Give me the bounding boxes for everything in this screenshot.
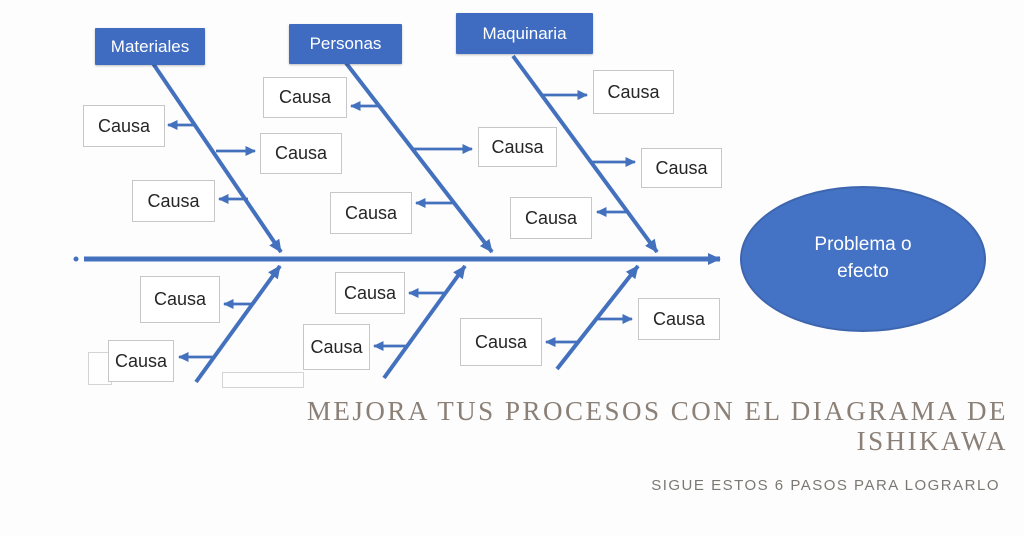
- cause-box: Causa: [263, 77, 347, 118]
- cause-box: Causa: [460, 318, 542, 366]
- spine-start-dot: [73, 256, 79, 262]
- cause-box: Causa: [260, 133, 342, 174]
- cause-box: Causa: [83, 105, 165, 147]
- page-title-line2: ISHIKAWA: [856, 426, 1008, 456]
- partial-cause-box: [222, 372, 304, 388]
- effect-label-line1: Problema o: [814, 234, 912, 256]
- page-subtitle: SIGUE ESTOS 6 PASOS PARA LOGRARLO: [651, 477, 1000, 494]
- cause-box: Causa: [638, 298, 720, 340]
- category-header-materiales: Materiales: [95, 28, 205, 65]
- effect-label-line2: efecto: [837, 261, 889, 282]
- cause-box: Causa: [330, 192, 412, 234]
- cause-box: Causa: [641, 148, 722, 188]
- category-header-personas: Personas: [289, 24, 402, 64]
- cause-box: Causa: [303, 324, 370, 370]
- rib-line-bottom-right: [555, 264, 640, 371]
- cause-box: Causa: [108, 340, 174, 382]
- cause-box: Causa: [335, 272, 405, 314]
- category-header-maquinaria: Maquinaria: [456, 13, 593, 54]
- cause-box: Causa: [140, 276, 220, 323]
- cause-box: Causa: [478, 127, 557, 167]
- cause-box: Causa: [132, 180, 215, 222]
- effect-ellipse: Problema o efecto: [740, 186, 986, 332]
- page-title: MEJORA TUS PROCESOS CON EL DIAGRAMA DE I…: [248, 396, 1008, 456]
- page-title-line1: MEJORA TUS PROCESOS CON EL DIAGRAMA DE: [306, 396, 1008, 426]
- cause-box: Causa: [593, 70, 674, 114]
- cause-box: Causa: [510, 197, 592, 239]
